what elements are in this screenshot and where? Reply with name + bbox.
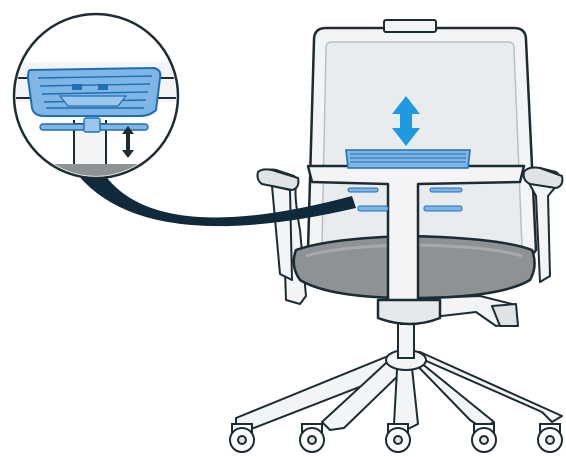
caster-wheel (471, 423, 497, 453)
caster-wheel (537, 423, 563, 453)
chair-base (235, 349, 563, 431)
caster-wheel (385, 423, 411, 453)
caster-wheel (299, 423, 325, 453)
backrest-spine (306, 164, 526, 326)
armrest-right (522, 166, 564, 283)
armrest-left (256, 168, 307, 305)
callout-connector (74, 168, 356, 227)
casters (229, 423, 563, 453)
up-down-arrow-icon (392, 96, 420, 146)
magnifier-callout-icon (12, 12, 180, 180)
detail-up-down-arrow-icon (122, 126, 134, 158)
caster-wheel (229, 423, 255, 453)
backrest (306, 19, 538, 266)
lumbar-support (345, 149, 471, 212)
lumbar-support-icon (26, 66, 162, 117)
